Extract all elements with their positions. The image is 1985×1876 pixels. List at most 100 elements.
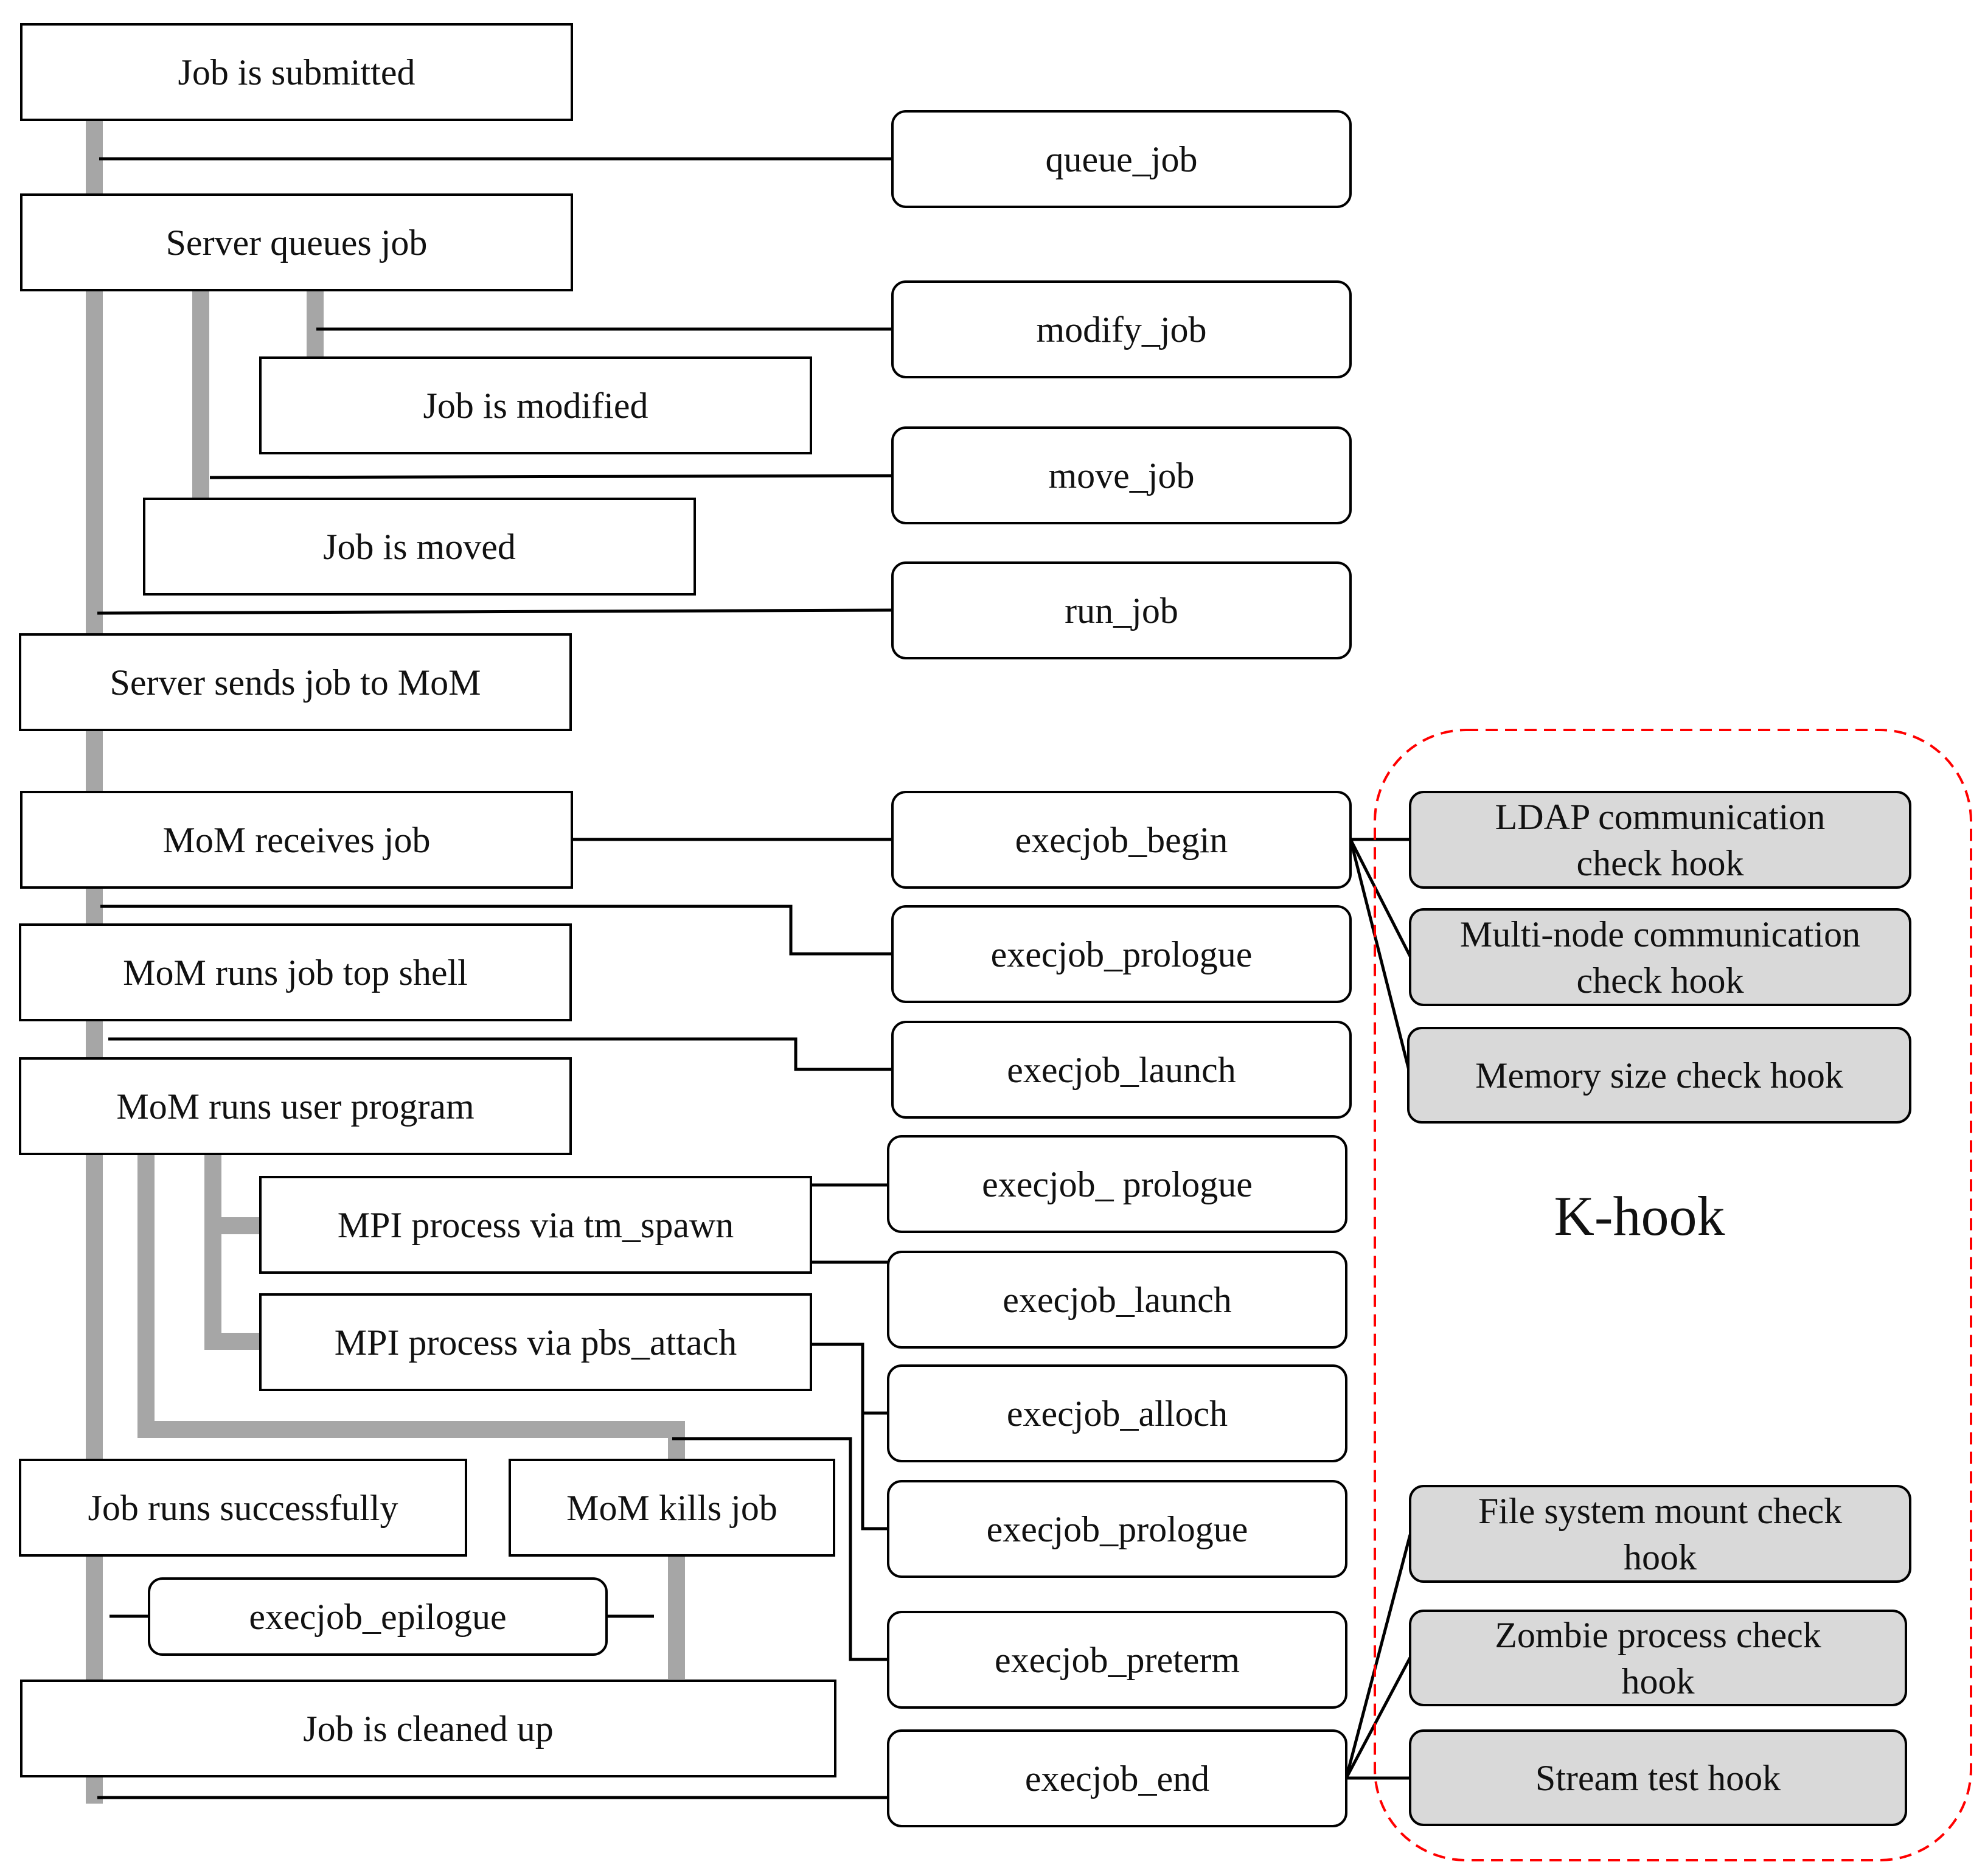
hook-execjob-epilogue-label: execjob_epilogue [249,1597,506,1637]
hook-move-job-label: move_job [1049,456,1195,496]
hook-execjob-begin-frame [891,791,1352,889]
hook-execjob-prologue-3-label: execjob_prologue [987,1509,1248,1549]
event-mom-kills-job-frame [509,1459,835,1557]
hook-execjob-preterm-frame [887,1611,1347,1709]
check-hook-ldap-check-label: check hook [1577,843,1744,883]
event-mpi-pbs-attach: MPI process via pbs_attach [259,1293,812,1391]
check-hook-ldap-check: LDAP communication check hook [1409,791,1911,889]
event-mpi-tm-spawn-label: MPI process via tm_spawn [338,1205,734,1245]
event-job-runs-successfully-label: Job runs successfully [88,1488,398,1528]
event-mom-kills-job-label: MoM kills job [566,1488,777,1528]
hook-run-job-label: run_job [1065,591,1178,631]
hook-queue-job: queue_job [891,110,1352,208]
fs-mount-connector [1344,1534,1412,1779]
hook-boxes: queue_job modify_job move_job run_jobexecjo… [148,110,1352,1827]
event-job-runs-successfully-frame [19,1459,467,1557]
execjob-preterm-connector [672,1437,888,1661]
hook-execjob-preterm: execjob_preterm [887,1611,1347,1709]
check-hook-zombie-check-label: hook [1622,1661,1695,1701]
event-server-sends-job-frame [19,633,572,731]
hook-queue-job-label: queue_job [1046,139,1198,179]
event-mom-runs-user-program: MoM runs user program [19,1057,572,1155]
event-job-moved-label: Job is moved [323,527,516,567]
check-hook-fs-mount-check-frame [1409,1485,1911,1583]
hook-execjob-begin: execjob_begin [891,791,1352,889]
event-job-modified: Job is modified [259,356,812,454]
hook-move-job-frame [891,426,1352,524]
event-job-modified-frame [259,356,812,454]
hook-execjob-end-frame [887,1729,1347,1827]
check-hook-ldap-check-label: LDAP communication [1495,797,1826,837]
hook-execjob-prologue-1: execjob_prologue [891,905,1352,1003]
khook-label: K-hook [1554,1185,1725,1247]
check-hook-stream-test-frame [1409,1729,1907,1826]
trunk-pbs-attach-branch [204,1154,262,1350]
check-hook-fs-mount-check-label: hook [1624,1537,1697,1577]
hook-modify-job-frame [891,280,1352,378]
hook-execjob-prologue-2-label: execjob_ prologue [982,1164,1253,1204]
execjob-launch-1-connector [108,1037,892,1071]
event-job-moved: Job is moved [143,498,696,596]
check-hook-stream-test-label: Stream test hook [1535,1758,1781,1798]
execjob-prologue-1-connector [100,905,892,956]
hook-execjob-alloch-frame [887,1364,1347,1462]
run-job-connector [97,608,893,615]
event-mom-runs-top-shell: MoM runs job top shell [19,923,572,1021]
hook-modify-job: modify_job [891,280,1352,378]
event-job-modified-label: Job is modified [423,386,648,426]
check-hook-multinode-check-label: Multi-node communication [1460,914,1860,954]
check-hook-fs-mount-check-label: File system mount check [1478,1491,1842,1531]
check-hook-zombie-check-label: Zombie process check [1495,1615,1821,1655]
hook-execjob-launch-2-label: execjob_launch [1003,1280,1232,1320]
hook-execjob-prologue-1-label: execjob_prologue [991,934,1253,974]
hook-execjob-begin-label: execjob_begin [1015,820,1228,860]
zombie-connector [1344,1656,1412,1779]
move-job-connector [209,474,893,479]
event-job-cleaned-up-frame [20,1680,836,1777]
hook-execjob-alloch-label: execjob_alloch [1007,1394,1228,1434]
hook-execjob-alloch: execjob_alloch [887,1364,1347,1462]
hook-execjob-prologue-1-frame [891,905,1352,1003]
hook-execjob-launch-1: execjob_launch [891,1021,1352,1119]
check-hook-memory-check-frame [1407,1027,1911,1124]
hook-move-job: move_job [891,426,1352,524]
check-hook-memory-check: Memory size check hook [1407,1027,1911,1124]
hook-execjob-prologue-2: execjob_ prologue [887,1135,1347,1233]
hook-execjob-launch-1-label: execjob_launch [1007,1050,1236,1090]
event-mom-receives-job-frame [20,791,573,889]
event-mpi-tm-spawn-frame [259,1176,812,1274]
check-hook-multinode-check-label: check hook [1577,961,1744,1001]
check-hook-fs-mount-check: File system mount check hook [1409,1485,1911,1583]
hook-execjob-end: execjob_end [887,1729,1347,1827]
hook-execjob-launch-1-frame [891,1021,1352,1119]
hook-modify-job-label: modify_job [1037,310,1207,350]
event-job-runs-successfully: Job runs successfully [19,1459,467,1557]
hook-execjob-preterm-label: execjob_preterm [995,1640,1240,1680]
event-job-moved-frame [143,498,696,596]
hook-execjob-prologue-3: execjob_prologue [887,1480,1347,1578]
hook-execjob-epilogue: execjob_epilogue [148,1577,608,1656]
event-server-queues-job-frame [20,193,573,291]
event-server-queues-job: Server queues job [20,193,573,291]
check-hook-memory-check-label: Memory size check hook [1475,1055,1843,1096]
event-server-sends-job-label: Server sends job to MoM [110,662,481,703]
check-hook-zombie-check: Zombie process check hook [1409,1610,1907,1706]
hook-run-job: run_job [891,561,1352,659]
event-job-submitted: Job is submitted [20,23,573,121]
event-mom-runs-user-program-frame [19,1057,572,1155]
event-mom-receives-job: MoM receives job [20,791,573,889]
hook-execjob-prologue-2-frame [887,1135,1347,1233]
event-job-cleaned-up-label: Job is cleaned up [303,1709,554,1749]
event-server-queues-job-label: Server queues job [166,223,428,263]
memory-connector [1349,839,1412,1075]
hook-execjob-launch-2-frame [887,1251,1347,1349]
check-hook-multinode-check-frame [1409,908,1911,1006]
execjob-alloch-connector [811,1343,888,1415]
event-mom-runs-user-program-label: MoM runs user program [116,1086,474,1127]
event-mom-runs-top-shell-label: MoM runs job top shell [123,953,468,993]
hook-execjob-prologue-3-frame [887,1480,1347,1578]
hook-run-job-frame [891,561,1352,659]
